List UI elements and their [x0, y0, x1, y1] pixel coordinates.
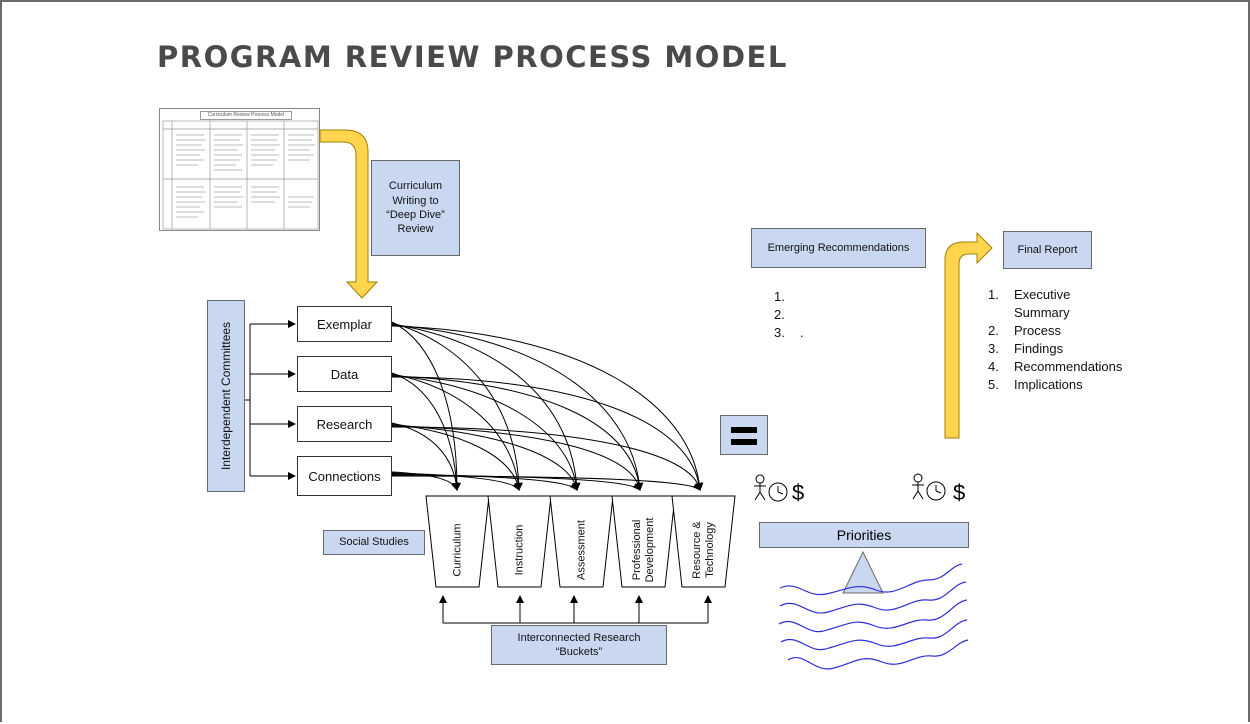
- person-icon: [912, 473, 924, 500]
- social-studies-box: Social Studies: [323, 530, 425, 555]
- final-report-list: 1.Executive Summary 2.Process 3.Findings…: [988, 286, 1158, 394]
- list-item: 2.Process: [988, 323, 1061, 338]
- thumbnail-grid: [162, 120, 319, 230]
- bucket-shapes: [425, 495, 736, 588]
- priorities-box: Priorities: [759, 522, 969, 548]
- committee-exemplar: Exemplar: [297, 306, 392, 342]
- equals-bar: [731, 439, 757, 445]
- bucket-instruction: Instruction: [513, 524, 526, 576]
- committee-data: Data: [297, 356, 392, 392]
- committee-bracket: [240, 320, 296, 480]
- bucket-resource-technology: Resource & Technology: [690, 521, 716, 579]
- dollar-icon: $: [792, 480, 805, 505]
- process-model-thumbnail: Curriculum Review Process Model: [159, 108, 320, 231]
- final-report-box: Final Report: [1003, 231, 1092, 269]
- curriculum-writing-box: Curriculum Writing to “Deep Dive” Review: [371, 160, 460, 256]
- page-title: PROGRAM REVIEW PROCESS MODEL: [157, 40, 788, 74]
- connector-arrows: [391, 321, 704, 491]
- bucket-professional-development: Professional Development: [630, 517, 656, 583]
- research-arrows: [439, 595, 712, 624]
- thumbnail-title: Curriculum Review Process Model: [200, 111, 292, 120]
- list-item: 3.Findings: [988, 341, 1064, 356]
- dollar-icon: $: [953, 480, 966, 505]
- committees-box: Interdependent Committees: [207, 300, 245, 492]
- equals-sign: [720, 415, 768, 455]
- committees-label: Interdependent Committees: [219, 321, 233, 471]
- list-item: 3..: [774, 325, 804, 340]
- person-icon: [754, 474, 766, 501]
- list-item: 5.Implications: [988, 377, 1083, 392]
- clock-icon: [768, 482, 788, 502]
- equals-bar: [731, 427, 757, 433]
- list-item: 1.: [774, 289, 785, 304]
- bucket-curriculum: Curriculum: [451, 523, 464, 577]
- emerging-recommendations-list: 1. 2. 3..: [774, 288, 924, 342]
- fulcrum-triangle: [842, 550, 884, 594]
- list-item: 4.Recommendations: [988, 359, 1123, 374]
- list-item: 1.Executive Summary: [988, 287, 1071, 320]
- committee-research: Research: [297, 406, 392, 442]
- list-item: 2.: [774, 307, 785, 322]
- wave-lines: [778, 563, 969, 670]
- clock-icon: [926, 481, 946, 501]
- yellow-arrow-down: [319, 129, 379, 299]
- committee-connections: Connections: [297, 456, 392, 496]
- bucket-assessment: Assessment: [575, 520, 588, 580]
- research-buckets-box: Interconnected Research “Buckets”: [491, 625, 667, 665]
- yellow-arrow-up: [944, 231, 993, 439]
- emerging-recommendations-box: Emerging Recommendations: [751, 228, 926, 268]
